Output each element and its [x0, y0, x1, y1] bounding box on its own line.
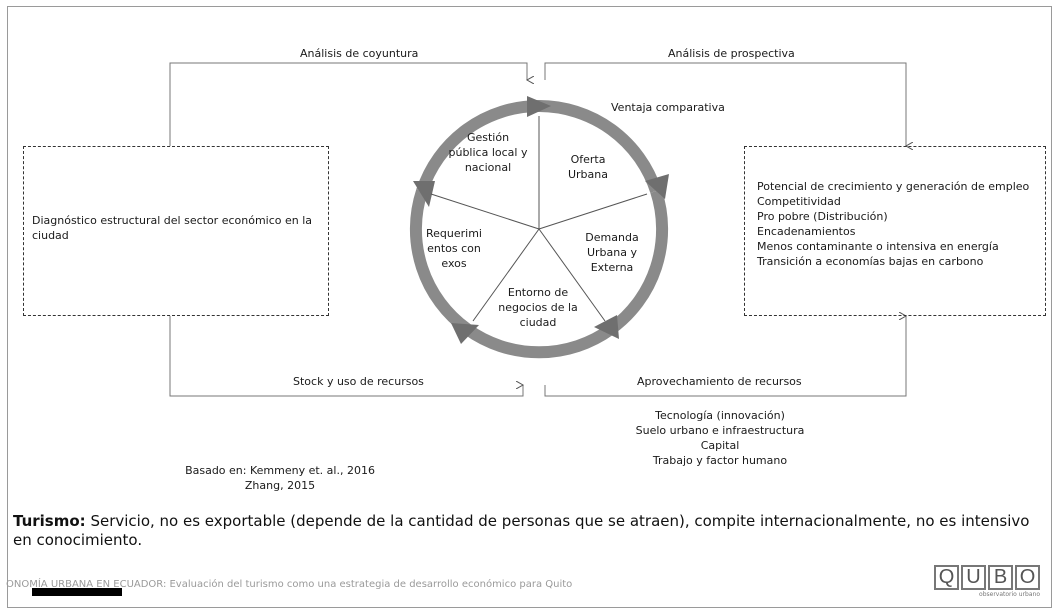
criterion-item: Menos contaminante o intensiva en energí…	[757, 240, 999, 253]
label-aprovechamiento-recursos: Aprovechamiento de recursos	[637, 375, 802, 388]
criterion-item: Potencial de crecimiento y generación de…	[757, 180, 1030, 193]
footer-text: ONOMÍA URBANA EN ECUADOR: Evaluación del…	[6, 579, 573, 590]
cycle-arrow-2	[607, 189, 669, 334]
connector-bottom-left	[169, 316, 523, 397]
cycle-arrow-5	[416, 100, 540, 193]
cycle-arrow-1	[538, 100, 662, 193]
redaction-bar	[32, 588, 122, 596]
segment-gestion-publica: Gestión pública local y nacional	[448, 131, 528, 174]
criterion-item: Competitividad	[757, 195, 841, 208]
logo-subtitle: observatorio urbano	[979, 591, 1040, 598]
divider-5	[430, 193, 540, 230]
tourism-note-title: Turismo:	[13, 512, 86, 530]
cycle-diagram	[409, 96, 669, 359]
segment-demanda-urbana: Demanda Urbana y Externa	[585, 231, 639, 274]
divider-2	[538, 193, 648, 230]
label-analisis-prospectiva: Análisis de prospectiva	[668, 47, 795, 60]
criterion-item: Transición a economías bajas en carbono	[757, 255, 984, 268]
segment-oferta-urbana: Oferta Urbana	[567, 153, 608, 181]
segment-entorno-negocios: Entorno de negocios de la ciudad	[498, 286, 578, 329]
source-line-2: Zhang, 2015	[244, 479, 316, 492]
divider-4	[472, 228, 540, 322]
label-analisis-coyuntura: Análisis de coyuntura	[300, 47, 419, 60]
criterion-item: Pro pobre (Distribución)	[757, 210, 888, 223]
cycle-arrow-4	[409, 189, 471, 334]
connector-top-left	[169, 62, 527, 146]
tourism-note: Turismo: Servicio, no es exportable (dep…	[13, 512, 1033, 550]
connector-top-right	[544, 62, 906, 146]
logo-letter: O	[1015, 565, 1040, 590]
box-diagnostico: Diagnóstico estructural del sector econó…	[23, 146, 329, 316]
resources-list: Tecnología (innovación) Suelo urbano e i…	[620, 408, 820, 468]
source-citation: Basado en: Kemmeny et. al., 2016 Zhang, …	[170, 463, 390, 493]
box-criterios: Potencial de crecimiento y generación de…	[744, 146, 1046, 316]
box-diagnostico-text: Diagnóstico estructural del sector econó…	[32, 214, 313, 242]
cycle-arrow-3	[463, 324, 615, 359]
logo-letter: U	[961, 565, 986, 590]
source-line-1: Basado en: Kemmeny et. al., 2016	[185, 464, 375, 477]
qubo-logo: Q U B O observatorio urbano	[934, 565, 1040, 598]
cycle-arrowhead-5	[413, 181, 435, 207]
criterion-item: Encadenamientos	[757, 225, 856, 238]
segment-requerimientos-conexos: Requerimientos conexos	[426, 227, 482, 270]
logo-letter: B	[988, 565, 1013, 590]
tourism-note-text: Servicio, no es exportable (depende de l…	[13, 512, 1030, 549]
connector-bottom-right	[544, 316, 906, 397]
slide-frame	[7, 6, 1052, 608]
cycle-arrowhead-1	[527, 96, 551, 117]
resource-item: Capital	[700, 439, 740, 452]
divider-3	[538, 228, 606, 322]
logo-letter: Q	[934, 565, 959, 590]
cycle-arrowhead-3	[594, 315, 619, 339]
cycle-arrowhead-2	[645, 174, 669, 199]
label-ventaja-comparativa: Ventaja comparativa	[611, 101, 725, 114]
resource-item: Trabajo y factor humano	[652, 454, 788, 467]
cycle-arrowhead-4	[451, 323, 479, 344]
label-stock-recursos: Stock y uso de recursos	[293, 375, 424, 388]
resource-item: Suelo urbano e infraestructura	[635, 424, 805, 437]
resource-item: Tecnología (innovación)	[655, 409, 785, 422]
